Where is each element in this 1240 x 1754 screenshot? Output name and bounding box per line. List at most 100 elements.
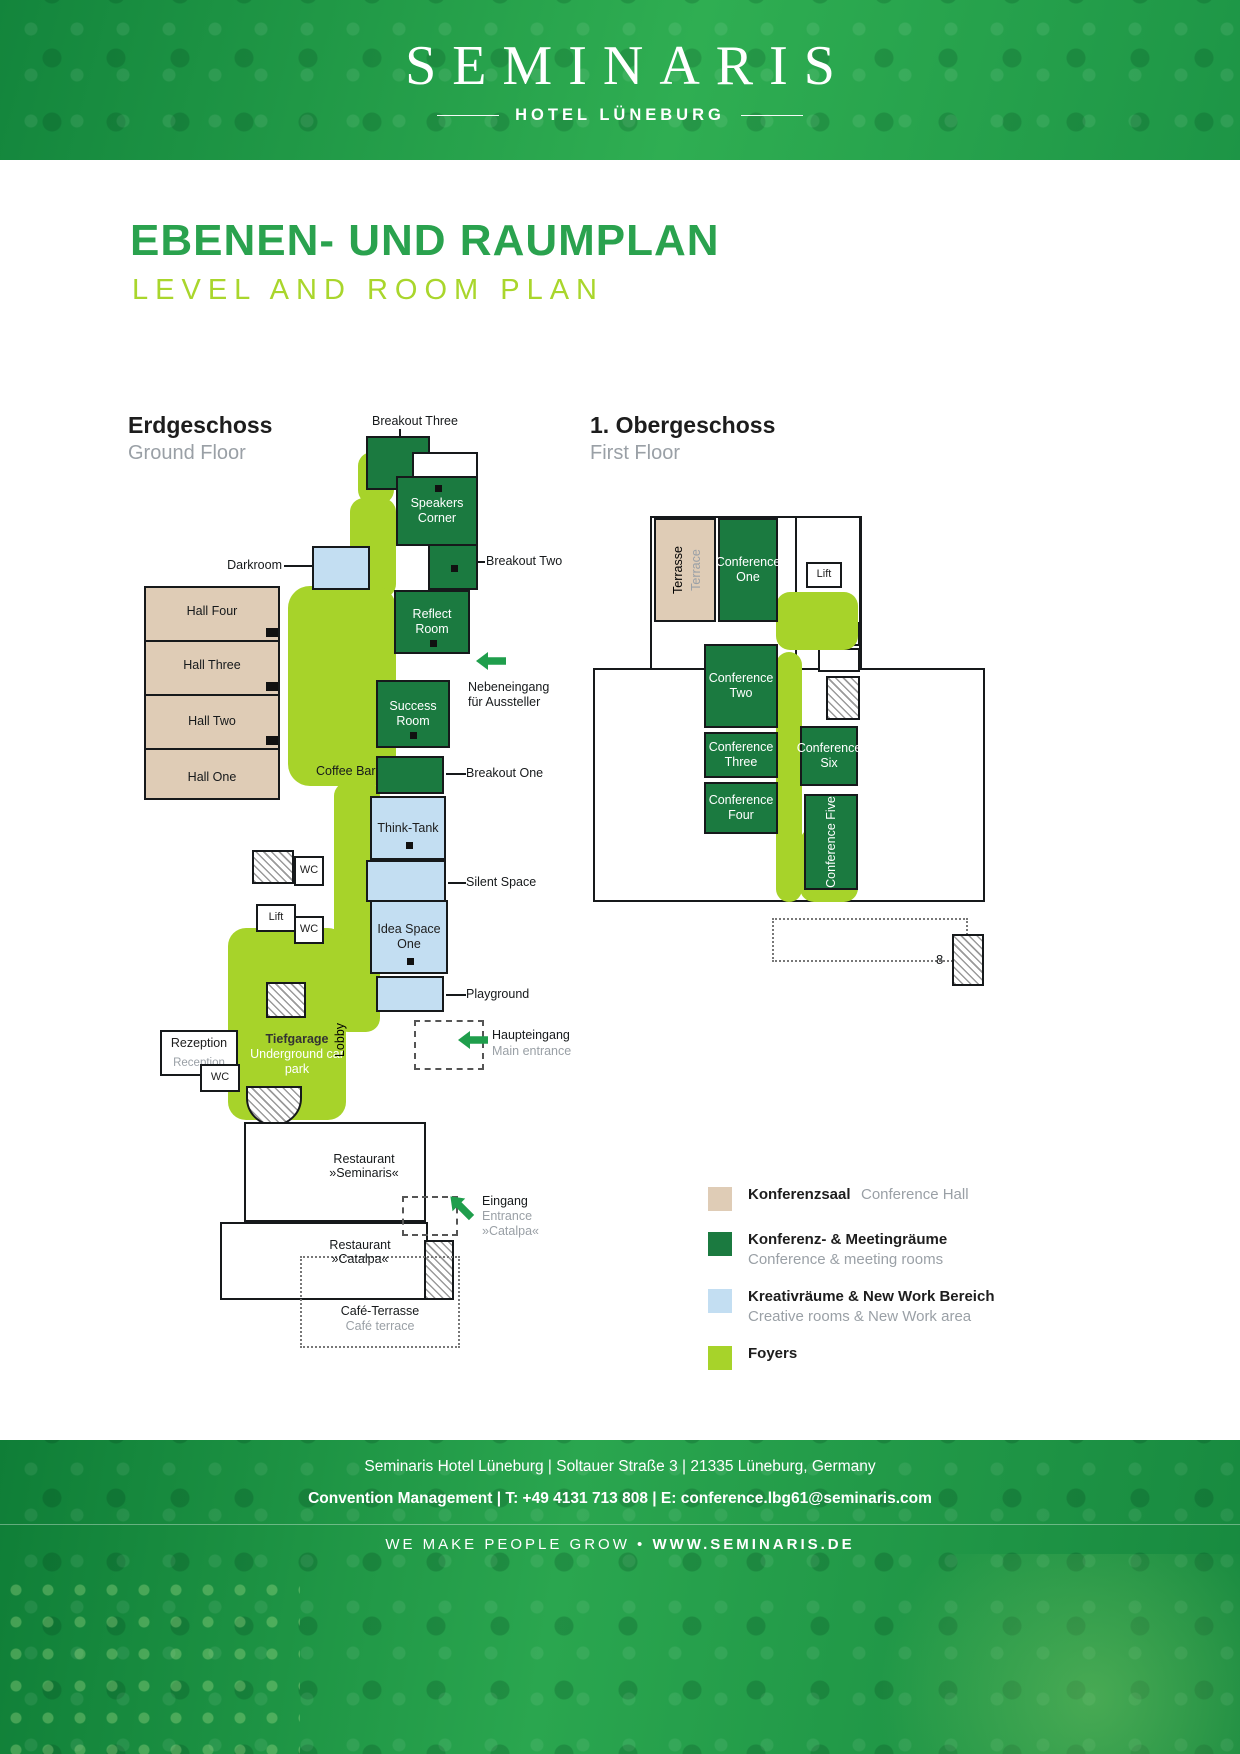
label-darkroom: Darkroom <box>227 558 282 572</box>
room-conference-five <box>804 794 858 890</box>
footer-address: Seminaris Hotel Lüneburg | Soltauer Stra… <box>364 1458 876 1475</box>
ground-floor-heading-de: Erdgeschoss <box>128 412 273 438</box>
wall-divider <box>146 694 278 696</box>
label-coffee-bar: Coffee Bar <box>316 764 376 778</box>
label-nebeneingang-de2: für Aussteller <box>468 695 541 709</box>
label-hall-one: Hall One <box>187 770 237 784</box>
label-restaurant-seminaris-1: Restaurant <box>333 1152 395 1166</box>
room-think-tank: Think-Tank <box>370 796 446 860</box>
page-title-en: LEVEL AND ROOM PLAN <box>132 274 604 306</box>
room-conference-three: Conference Three <box>704 732 778 778</box>
label-stair-number: 8 <box>936 952 944 967</box>
room-unlabeled <box>818 648 860 672</box>
legend-label-de: Konferenzsaal <box>748 1186 851 1203</box>
stairs <box>252 850 294 884</box>
label-hall-two: Hall Two <box>188 714 236 728</box>
room-speakers-corner: Speakers Corner <box>396 476 478 546</box>
label-cafe-terrasse-de: Café-Terrasse <box>340 1304 420 1318</box>
stairs <box>424 1240 454 1300</box>
label-hall-four: Hall Four <box>186 604 238 618</box>
legend-label-de: Kreativräume & New Work Bereich <box>748 1288 995 1305</box>
leader-line <box>446 994 466 996</box>
restaurant-seminaris-area <box>244 1122 426 1222</box>
header-banner: SEMINARIS HOTEL LÜNEBURG <box>0 0 1240 160</box>
footer-decoration <box>0 1440 1240 1754</box>
leader-line <box>446 773 466 775</box>
footer-tagline: WE MAKE PEOPLE GROW • WWW.SEMINARIS.DE <box>0 1536 1240 1553</box>
legend-swatch-blue <box>708 1289 732 1313</box>
wall-divider <box>146 640 278 642</box>
label-silent-space: Silent Space <box>466 875 537 889</box>
legend-swatch-green <box>708 1232 732 1256</box>
room-conference-two: Conference Two <box>704 644 778 728</box>
wall-divider <box>146 748 278 750</box>
label-tiefgarage-en: Underground car park <box>250 1047 344 1076</box>
leader-line <box>284 565 312 567</box>
first-floor-heading-de: 1. Obergeschoss <box>590 412 776 438</box>
legend-label-de: Konferenz- & Meetingräume <box>748 1231 948 1248</box>
room-breakout-two <box>428 544 478 590</box>
door-marker <box>266 628 278 637</box>
door-marker <box>406 842 413 849</box>
legend-swatch-beige <box>708 1187 732 1211</box>
room-success-room: Success Room <box>376 680 450 748</box>
label-restaurant-catalpa-2: »Catalpa« <box>331 1252 389 1266</box>
legend-label-en: Conference & meeting rooms <box>748 1251 944 1268</box>
cafe-terrace-area <box>300 1256 460 1348</box>
room-label: Speakers Corner <box>410 496 464 525</box>
room-terrasse <box>654 518 716 622</box>
label-hall-three: Hall Three <box>183 658 241 672</box>
label-cafe-terrasse-en: Café terrace <box>345 1319 415 1333</box>
label-restaurant-catalpa-1: Restaurant <box>329 1238 391 1252</box>
legend-item-foyers: Foyers <box>708 1345 1038 1370</box>
legend-label-de: Foyers <box>748 1345 798 1362</box>
label-lobby: Lobby <box>333 1022 347 1058</box>
legend-item-creative-rooms: Kreativräume & New Work Bereich Creative… <box>708 1288 1038 1325</box>
room-playground <box>376 976 444 1012</box>
stairs <box>266 982 306 1018</box>
label-terrasse-en: Terrace <box>689 549 703 591</box>
label-eingang-name: »Catalpa« <box>482 1224 539 1238</box>
room-label: Conference Six <box>796 741 862 770</box>
legend: Konferenzsaal Conference Hall Konferenz-… <box>708 1186 1038 1390</box>
stairs <box>952 934 984 986</box>
catalpa-entrance-area <box>402 1196 458 1236</box>
door-marker <box>435 485 442 492</box>
leader-line <box>478 561 485 563</box>
footer-banner: Seminaris Hotel Lüneburg | Soltauer Stra… <box>0 1440 1240 1754</box>
divider-line <box>437 115 500 116</box>
legend-label-en: Creative rooms & New Work area <box>748 1308 972 1325</box>
room-idea-space-one: Idea Space One <box>370 900 448 974</box>
label-restaurant-seminaris-2: »Seminaris« <box>329 1166 399 1180</box>
label-breakout-two: Breakout Two <box>486 554 563 568</box>
door-marker <box>407 958 414 965</box>
room-label: Conference One <box>715 555 781 584</box>
brand-logo: SEMINARIS <box>405 35 851 97</box>
legend-item-meeting-rooms: Konferenz- & Meetingräume Conference & m… <box>708 1231 1038 1268</box>
main-entrance-area <box>414 1020 484 1070</box>
legend-item-conference-hall: Konferenzsaal Conference Hall <box>708 1186 1038 1211</box>
room-wc: WC <box>200 1064 240 1092</box>
divider-line <box>0 1524 1240 1525</box>
label-breakout-one: Breakout One <box>466 766 544 780</box>
side-entrance-arrow-icon <box>476 652 506 670</box>
foyer-area <box>776 652 802 902</box>
label-terrasse-de: Terrasse <box>671 546 685 594</box>
brand-subtitle-text: HOTEL LÜNEBURG <box>515 106 725 124</box>
parking-ramp <box>246 1086 302 1126</box>
room-darkroom <box>312 546 370 590</box>
leader-line <box>399 429 401 436</box>
page-title-de: EBENEN- UND RAUMPLAN <box>130 216 720 265</box>
foyer-area <box>776 592 858 650</box>
room-lift: Lift <box>806 562 842 588</box>
ground-floor-heading-en: Ground Floor <box>128 442 246 464</box>
room-label: Conference Three <box>708 740 774 769</box>
label-eingang-en: Entrance <box>482 1209 533 1223</box>
restaurant-catalpa-area <box>220 1222 428 1300</box>
label-haupteingang-de: Haupteingang <box>492 1028 570 1042</box>
room-label: Conference Four <box>708 793 774 822</box>
brand-subtitle: HOTEL LÜNEBURG <box>0 106 1240 125</box>
room-reflect-room: Reflect Room <box>394 590 470 654</box>
room-breakout-one <box>376 756 444 794</box>
